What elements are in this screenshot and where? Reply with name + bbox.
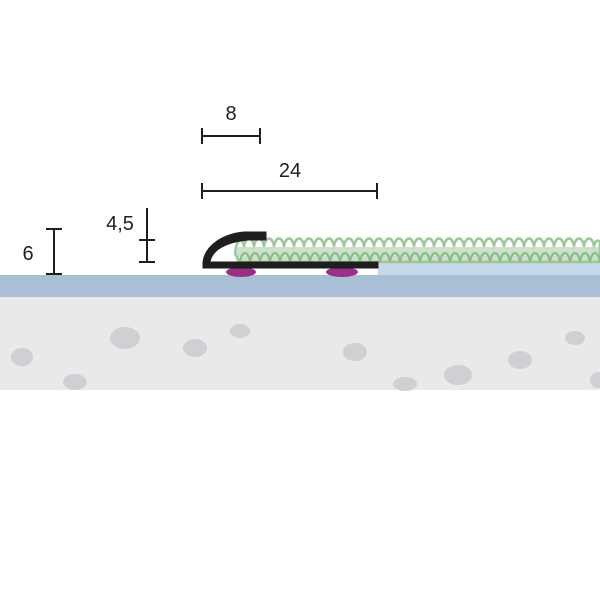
dimension-height-outer bbox=[46, 228, 62, 275]
screed-layer bbox=[0, 296, 600, 390]
profile-lip-inner bbox=[212, 262, 378, 263]
dimension-width-top-label: 8 bbox=[225, 103, 236, 125]
carpet-backing bbox=[378, 262, 600, 275]
dimension-height-outer-label: 6 bbox=[22, 243, 33, 265]
adhesive-dot-right bbox=[326, 267, 358, 277]
dimension-width-total-label: 24 bbox=[279, 160, 301, 182]
screed-stones bbox=[11, 324, 600, 391]
underlay-layer bbox=[0, 275, 600, 297]
dimension-width-total bbox=[201, 183, 378, 199]
dimension-width-top bbox=[201, 128, 261, 144]
adhesive-dot-left bbox=[226, 267, 256, 277]
dimension-height-inner-label: 4,5 bbox=[106, 213, 134, 235]
dimension-height-inner bbox=[139, 208, 155, 263]
carpet-pile bbox=[233, 237, 600, 264]
transition-profile bbox=[202, 231, 379, 269]
